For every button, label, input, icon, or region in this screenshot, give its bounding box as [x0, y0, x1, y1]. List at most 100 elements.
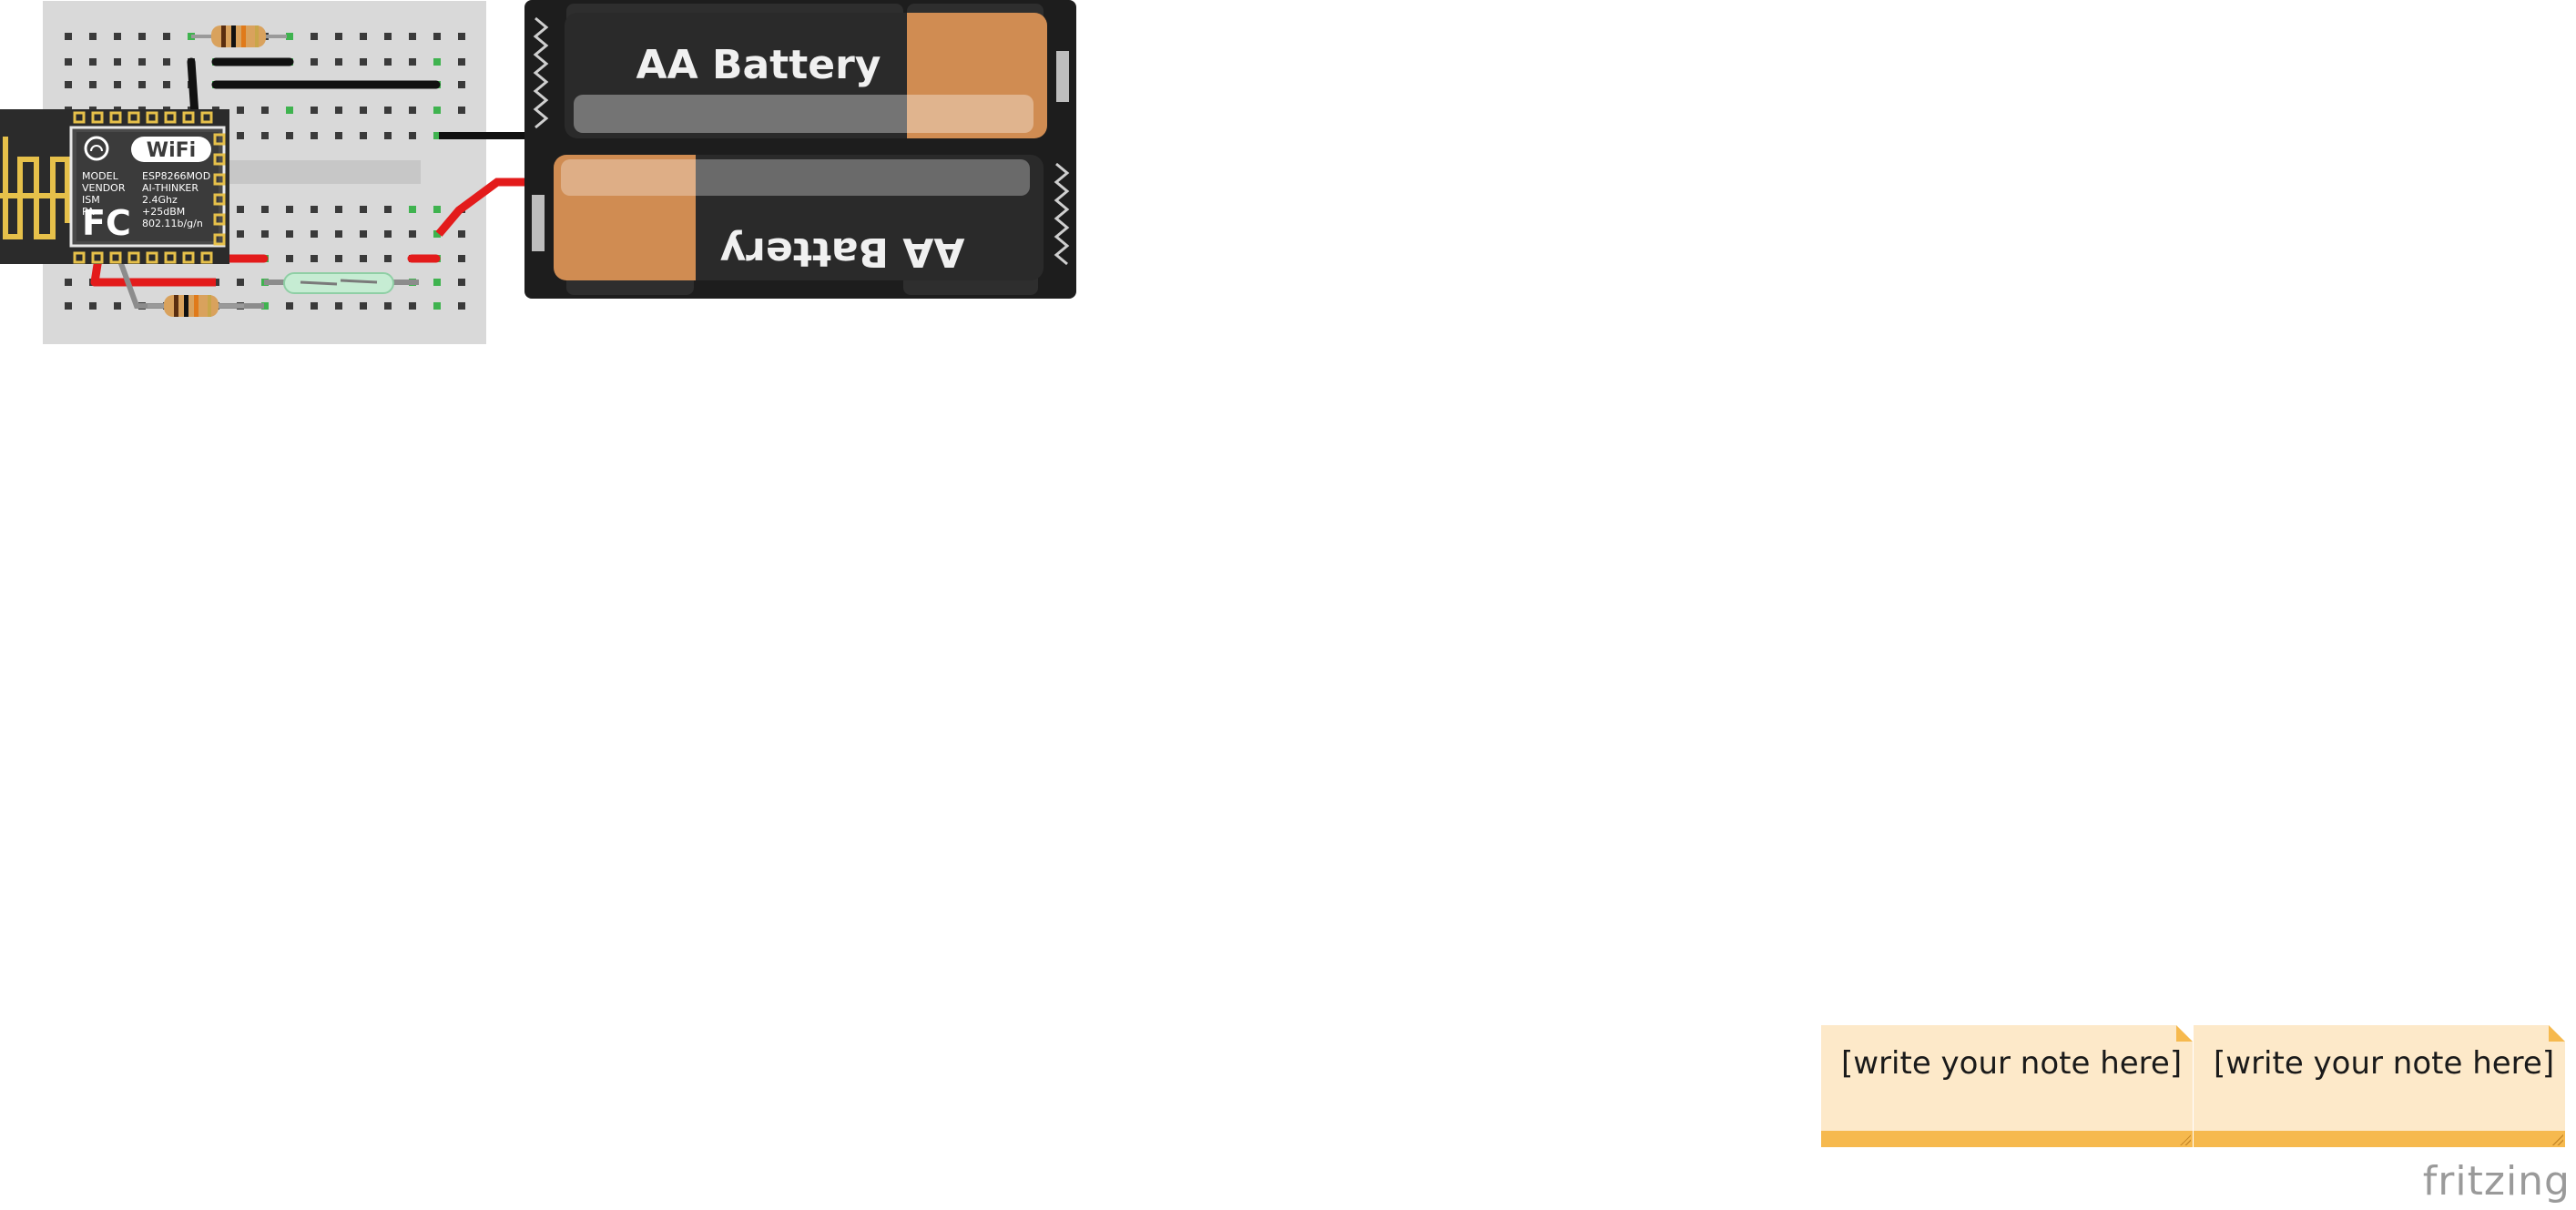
- breadboard-hole[interactable]: [360, 107, 367, 114]
- breadboard-hole[interactable]: [311, 302, 318, 310]
- breadboard-hole[interactable]: [433, 107, 441, 114]
- breadboard-hole[interactable]: [237, 206, 244, 213]
- breadboard-hole[interactable]: [433, 58, 441, 66]
- breadboard-hole[interactable]: [89, 302, 97, 310]
- breadboard-hole[interactable]: [360, 230, 367, 238]
- breadboard-hole[interactable]: [384, 302, 392, 310]
- breadboard-hole[interactable]: [458, 302, 465, 310]
- breadboard-hole[interactable]: [65, 81, 72, 88]
- breadboard-hole[interactable]: [261, 302, 269, 310]
- breadboard-hole[interactable]: [360, 33, 367, 40]
- breadboard-hole[interactable]: [311, 230, 318, 238]
- breadboard-hole[interactable]: [114, 302, 121, 310]
- breadboard-hole[interactable]: [114, 33, 121, 40]
- breadboard-hole[interactable]: [138, 33, 146, 40]
- breadboard-hole[interactable]: [261, 206, 269, 213]
- breadboard-hole[interactable]: [311, 255, 318, 262]
- breadboard-hole[interactable]: [384, 58, 392, 66]
- breadboard-hole[interactable]: [384, 230, 392, 238]
- reed-switch[interactable]: [264, 272, 419, 294]
- resistor-top[interactable]: [191, 25, 287, 47]
- breadboard-hole[interactable]: [335, 33, 342, 40]
- breadboard-hole[interactable]: [409, 206, 416, 213]
- breadboard-hole[interactable]: [311, 206, 318, 213]
- breadboard-hole[interactable]: [458, 107, 465, 114]
- wire-black-vertical[interactable]: [187, 57, 199, 119]
- breadboard-hole[interactable]: [409, 132, 416, 139]
- breadboard-hole[interactable]: [237, 230, 244, 238]
- breadboard-hole[interactable]: [409, 230, 416, 238]
- breadboard-hole[interactable]: [458, 255, 465, 262]
- breadboard-hole[interactable]: [237, 107, 244, 114]
- breadboard-hole[interactable]: [65, 58, 72, 66]
- breadboard-hole[interactable]: [286, 107, 293, 114]
- breadboard-hole[interactable]: [286, 206, 293, 213]
- wire-red-bottom[interactable]: [90, 258, 216, 287]
- breadboard-hole[interactable]: [360, 255, 367, 262]
- note-2-text[interactable]: [write your note here]: [2214, 1045, 2555, 1082]
- breadboard-hole[interactable]: [433, 132, 441, 139]
- battery-cell-top[interactable]: AA Battery: [565, 13, 1047, 138]
- breadboard-hole[interactable]: [433, 33, 441, 40]
- breadboard-hole[interactable]: [335, 230, 342, 238]
- breadboard-hole[interactable]: [89, 33, 97, 40]
- breadboard-hole[interactable]: [360, 58, 367, 66]
- breadboard-hole[interactable]: [261, 107, 269, 114]
- breadboard-hole[interactable]: [311, 58, 318, 66]
- breadboard-hole[interactable]: [114, 81, 121, 88]
- note-1-text[interactable]: [write your note here]: [1841, 1045, 2183, 1082]
- breadboard-hole[interactable]: [360, 132, 367, 139]
- breadboard-hole[interactable]: [163, 58, 170, 66]
- battery-cell-bottom[interactable]: AA Battery: [554, 155, 1044, 280]
- breadboard-hole[interactable]: [458, 81, 465, 88]
- breadboard-hole[interactable]: [335, 132, 342, 139]
- breadboard-hole[interactable]: [335, 302, 342, 310]
- breadboard-hole[interactable]: [384, 33, 392, 40]
- note-2-resize-handle[interactable]: [2552, 1134, 2563, 1145]
- breadboard-hole[interactable]: [237, 132, 244, 139]
- note-1[interactable]: [write your note here]: [1821, 1025, 2193, 1147]
- breadboard-hole[interactable]: [237, 279, 244, 286]
- breadboard-hole[interactable]: [89, 58, 97, 66]
- breadboard-hole[interactable]: [65, 302, 72, 310]
- breadboard-hole[interactable]: [89, 81, 97, 88]
- breadboard-hole[interactable]: [384, 132, 392, 139]
- breadboard-hole[interactable]: [360, 206, 367, 213]
- breadboard-hole[interactable]: [433, 279, 441, 286]
- breadboard-hole[interactable]: [311, 107, 318, 114]
- note-1-resize-handle[interactable]: [2180, 1134, 2191, 1145]
- breadboard-hole[interactable]: [163, 33, 170, 40]
- breadboard-hole[interactable]: [286, 33, 293, 40]
- breadboard-hole[interactable]: [458, 33, 465, 40]
- breadboard-hole[interactable]: [384, 255, 392, 262]
- breadboard-hole[interactable]: [335, 206, 342, 213]
- breadboard-hole[interactable]: [138, 81, 146, 88]
- breadboard-hole[interactable]: [286, 132, 293, 139]
- breadboard-hole[interactable]: [261, 132, 269, 139]
- breadboard-hole[interactable]: [163, 81, 170, 88]
- breadboard-hole[interactable]: [65, 279, 72, 286]
- breadboard-hole[interactable]: [286, 230, 293, 238]
- resistor-bottom[interactable]: [148, 295, 244, 317]
- breadboard-hole[interactable]: [433, 206, 441, 213]
- breadboard-hole[interactable]: [138, 58, 146, 66]
- breadboard-hole[interactable]: [384, 206, 392, 213]
- breadboard-hole[interactable]: [286, 255, 293, 262]
- battery-pack[interactable]: AA Battery AA Battery: [524, 0, 1076, 299]
- breadboard-hole[interactable]: [433, 302, 441, 310]
- breadboard-hole[interactable]: [261, 230, 269, 238]
- breadboard-hole[interactable]: [360, 302, 367, 310]
- note-2[interactable]: [write your note here]: [2194, 1025, 2565, 1147]
- breadboard-hole[interactable]: [433, 230, 441, 238]
- breadboard-hole[interactable]: [335, 255, 342, 262]
- breadboard-hole[interactable]: [384, 107, 392, 114]
- breadboard-hole[interactable]: [335, 107, 342, 114]
- breadboard-hole[interactable]: [311, 33, 318, 40]
- breadboard-hole[interactable]: [311, 132, 318, 139]
- breadboard-hole[interactable]: [458, 230, 465, 238]
- breadboard-hole[interactable]: [335, 58, 342, 66]
- breadboard-hole[interactable]: [65, 33, 72, 40]
